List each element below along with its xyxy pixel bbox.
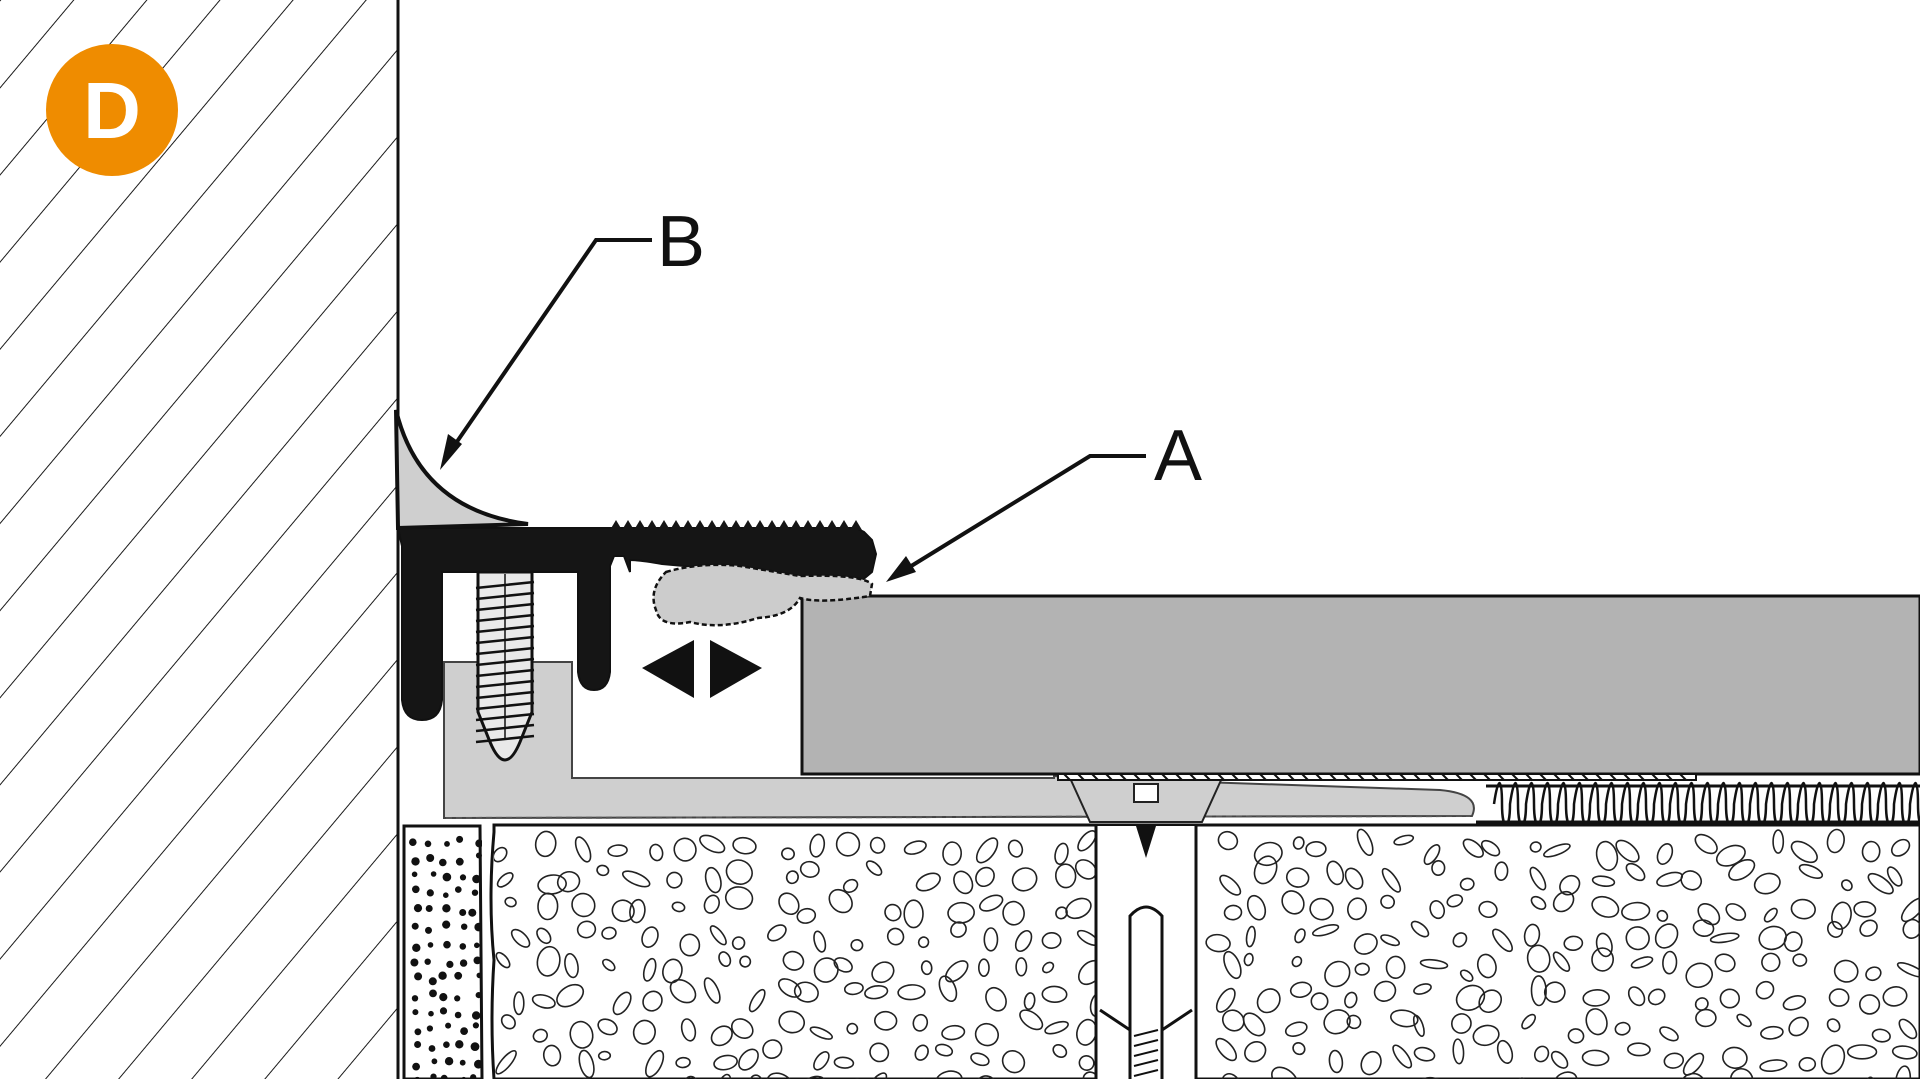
edge-insulation-strip <box>402 824 484 1079</box>
floor-tile <box>800 594 1920 776</box>
sealant-bead <box>652 563 874 627</box>
callout-a-leader <box>886 454 1146 582</box>
callout-b-label: B <box>657 202 705 282</box>
screed-layer <box>489 823 1920 1079</box>
screw-icon <box>475 570 535 762</box>
cover-profile <box>396 520 878 722</box>
anchor-dowel-icon <box>1094 826 1198 1079</box>
callout-b-leader <box>440 238 652 470</box>
insulation-wave <box>1476 781 1920 827</box>
callout-a-label: A <box>1154 416 1202 496</box>
step-badge: D <box>46 44 178 176</box>
movement-arrows-icon <box>642 640 762 698</box>
flexible-lip <box>394 409 529 531</box>
step-badge-letter: D <box>83 66 141 155</box>
adhesive-bed <box>1057 773 1697 781</box>
wall-section <box>0 0 400 1079</box>
